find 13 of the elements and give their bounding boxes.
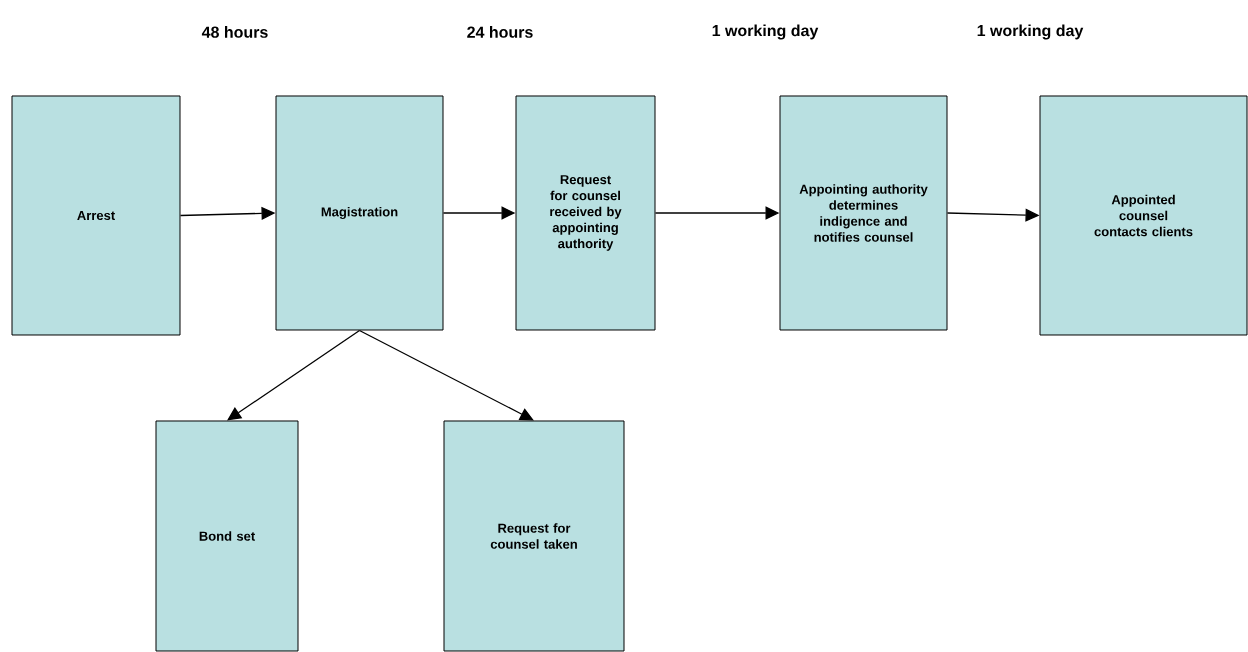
process-box: Arrest <box>11 95 181 336</box>
duration-label: 24 hours <box>467 26 533 38</box>
duration-label: 48 hours <box>201 26 268 38</box>
process-box: Bond set <box>155 420 299 652</box>
arrow <box>227 329 361 421</box>
duration-label: 1 working day <box>977 24 1084 40</box>
process-box: Request for counsel taken <box>443 420 625 652</box>
duration-label: 1 working day <box>712 24 819 40</box>
process-box: Magistration <box>275 95 444 331</box>
process-box: Request for counsel received by appointing authority <box>515 95 656 331</box>
process-box: Appointed counsel contacts clients <box>1039 95 1248 336</box>
arrow <box>358 329 534 421</box>
process-box: Appointing authority determines indigence and notifies counsel <box>779 95 948 331</box>
